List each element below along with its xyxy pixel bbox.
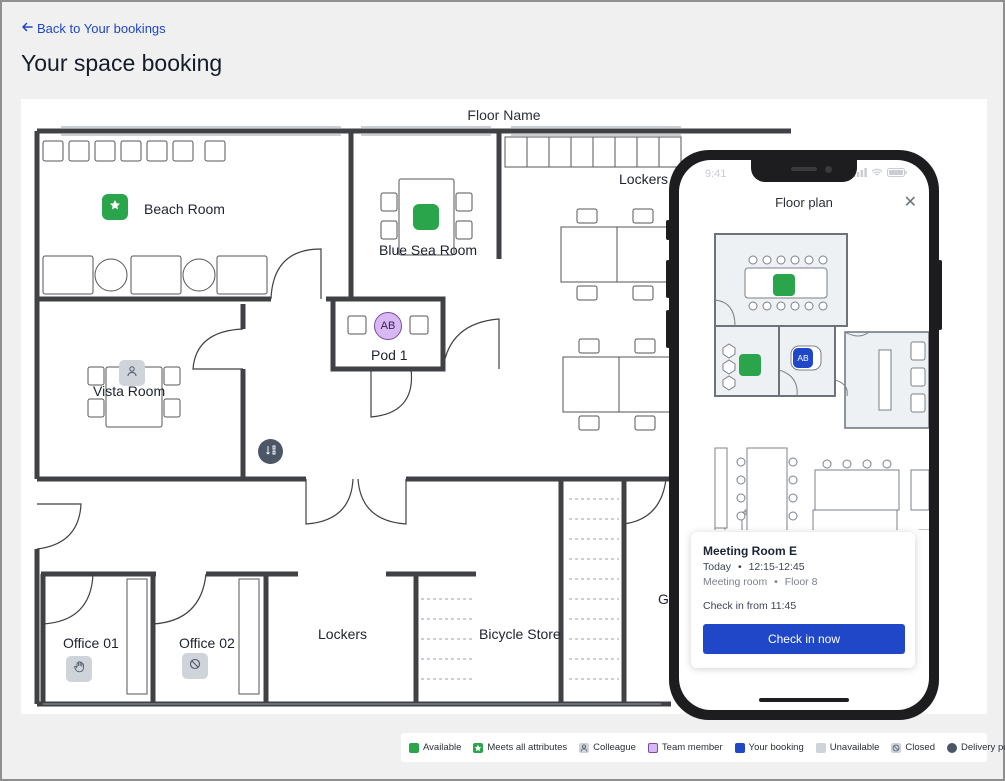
phone-status-bar: 9:41: [679, 160, 929, 188]
legend-meets-all-attributes: Meets all attributes: [473, 742, 567, 753]
legend-available-label: Available: [423, 742, 462, 753]
legend-team-member-label: Team member: [661, 742, 723, 753]
phone-screen: 9:41 Floor plan ✕: [679, 160, 929, 710]
phone-header: Floor plan ✕: [679, 188, 929, 218]
mini-floor-plan[interactable]: [679, 230, 929, 530]
room-label-lockers-top: Lockers: [619, 171, 669, 187]
booking-time: Today • 12:15-12:45: [703, 561, 805, 573]
phone-volume-up: [666, 260, 670, 298]
arrow-left-icon: [21, 21, 33, 36]
floor-plan-drawing: [34, 126, 791, 707]
phone-silent-switch: [666, 220, 670, 240]
phone-volume-down: [666, 310, 670, 348]
legend-team-member: Team member: [647, 742, 723, 753]
legend-colleague-label: Colleague: [593, 742, 636, 753]
available-seat[interactable]: [413, 204, 439, 230]
home-indicator: [759, 698, 849, 702]
booking-floor: Floor 8: [784, 576, 818, 588]
hand-icon: [73, 660, 86, 678]
booking-card: Meeting Room E Today • 12:15-12:45 Meeti…: [691, 532, 915, 668]
room-label-beach-room: Beach Room: [144, 201, 225, 217]
team-member-initials: AB: [380, 320, 396, 332]
phone-power-button: [938, 260, 942, 330]
meets-all-attributes-seat[interactable]: [102, 194, 128, 220]
legend-meets-all-attributes-label: Meets all attributes: [487, 742, 568, 753]
team-member-swatch: [647, 742, 658, 753]
person-icon: [126, 364, 138, 382]
closed-seat[interactable]: [182, 653, 208, 679]
booking-space-type: Meeting room: [703, 576, 768, 588]
legend-closed: Closed: [891, 742, 935, 753]
battery-icon: [887, 168, 907, 180]
status-icons: [853, 168, 907, 180]
delivery-icon: [947, 742, 957, 753]
check-in-info: Check in from 11:45: [703, 600, 797, 612]
booking-time-range: 12:15-12:45: [748, 561, 805, 573]
phone-notch: [751, 160, 857, 182]
person-icon: [579, 742, 590, 753]
legend-unavailable: Unavailable: [815, 742, 880, 753]
team-member-seat[interactable]: AB: [374, 312, 402, 340]
booking-room-name: Meeting Room E: [703, 544, 798, 558]
phone-header-title: Floor plan: [775, 195, 833, 210]
wifi-icon: [871, 168, 883, 180]
star-icon: [109, 198, 121, 216]
unavailable-swatch: [815, 742, 826, 753]
booking-location: Meeting room • Floor 8: [703, 576, 818, 588]
closed-icon: [189, 657, 201, 675]
your-booking-initials: AB: [797, 353, 809, 363]
your-booking-marker[interactable]: AB: [793, 348, 813, 368]
back-to-bookings-link[interactable]: Back to Your bookings: [21, 21, 166, 36]
room-label-bicycle-store: Bicycle Store: [479, 626, 561, 642]
colleague-seat[interactable]: [119, 360, 145, 386]
star-icon: [473, 742, 484, 753]
back-link-label: Back to Your bookings: [37, 21, 166, 36]
legend-closed-label: Closed: [905, 742, 935, 753]
unavailable-seat[interactable]: [66, 656, 92, 682]
room-label-office-02: Office 02: [179, 635, 235, 651]
phone-mockup: 9:41 Floor plan ✕: [666, 150, 942, 720]
legend-your-booking: Your booking: [734, 742, 804, 753]
legend-delivery-point: Delivery point: [947, 742, 1005, 753]
legend-available: Available: [409, 742, 461, 753]
legend-your-booking-label: Your booking: [748, 742, 804, 753]
legend-colleague: Colleague: [579, 742, 636, 753]
legend-unavailable-label: Unavailable: [829, 742, 880, 753]
floor-name: Floor Name: [467, 107, 541, 123]
booking-day: Today: [703, 561, 732, 573]
close-icon[interactable]: ✕: [903, 194, 917, 211]
room-label-partial: G: [658, 591, 669, 607]
legend-delivery-point-label: Delivery point: [961, 742, 1005, 753]
available-swatch: [409, 742, 419, 753]
delivery-point-marker[interactable]: [258, 439, 283, 464]
page-title: Your space booking: [21, 50, 223, 76]
room-label-blue-sea-room: Blue Sea Room: [379, 242, 478, 258]
room-label-lockers-bottom: Lockers: [318, 626, 368, 642]
room-label-office-01: Office 01: [63, 635, 119, 651]
check-in-button[interactable]: Check in now: [703, 624, 905, 654]
room-label-pod-1: Pod 1: [371, 347, 408, 363]
map-legend: Available Meets all attributes Colleague…: [401, 733, 1005, 762]
status-time: 9:41: [705, 168, 727, 180]
delivery-icon: [265, 443, 277, 461]
room-label-vista-room: Vista Room: [93, 383, 166, 399]
your-booking-swatch: [734, 742, 745, 753]
closed-icon: [891, 742, 902, 753]
